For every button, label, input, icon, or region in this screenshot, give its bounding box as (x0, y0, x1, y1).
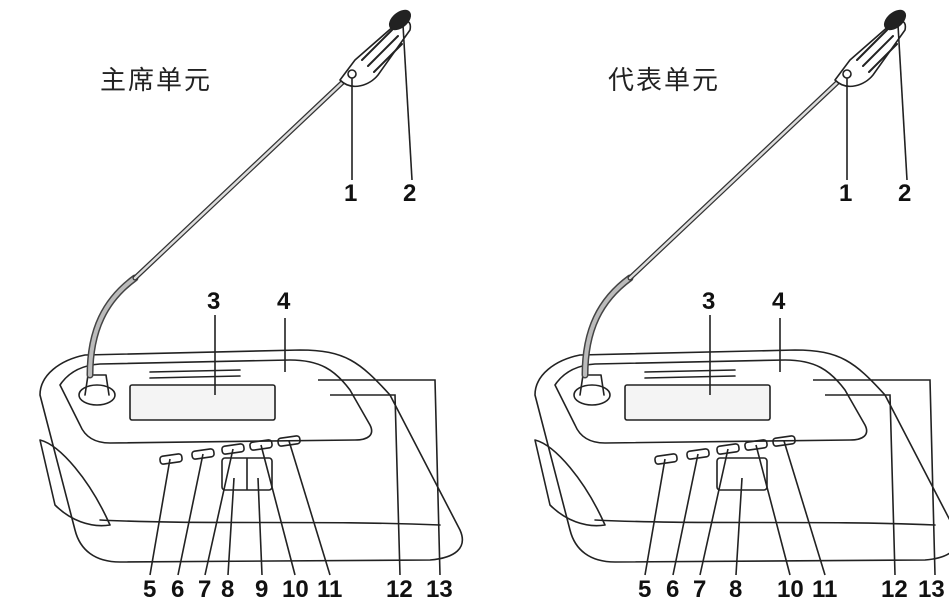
callout-12: 12 (386, 576, 413, 603)
chairman-unit-drawing (40, 7, 462, 576)
leader-lines-right (644, 24, 936, 576)
callout-11-right: 11 (812, 576, 838, 603)
callout-7: 7 (198, 576, 212, 603)
callout-5: 5 (143, 576, 157, 603)
callout-1-right: 1 (839, 180, 853, 207)
callout-9: 9 (255, 576, 269, 603)
callout-13-right: 13 (918, 576, 945, 603)
callout-10: 10 (282, 576, 309, 603)
delegate-unit-drawing (535, 7, 949, 576)
delegate-unit-title: 代表单元 (608, 66, 721, 96)
callout-4: 4 (277, 288, 291, 315)
callout-1: 1 (344, 180, 358, 207)
callout-7-right: 7 (693, 576, 707, 603)
callout-2: 2 (403, 180, 417, 207)
callout-6-right: 6 (666, 576, 680, 603)
callout-11: 11 (317, 576, 343, 603)
callout-12-right: 12 (881, 576, 908, 603)
callout-3: 3 (207, 288, 221, 315)
callout-3-right: 3 (702, 288, 716, 315)
callout-10-right: 10 (777, 576, 804, 603)
callout-5-right: 5 (638, 576, 652, 603)
leader-lines (149, 24, 441, 576)
chairman-unit-title: 主席单元 (100, 66, 213, 96)
callout-2-right: 2 (898, 180, 912, 207)
callout-6: 6 (171, 576, 185, 603)
callout-4-right: 4 (772, 288, 786, 315)
callout-13: 13 (426, 576, 453, 603)
callout-8-right: 8 (729, 576, 743, 603)
callout-8: 8 (221, 576, 235, 603)
